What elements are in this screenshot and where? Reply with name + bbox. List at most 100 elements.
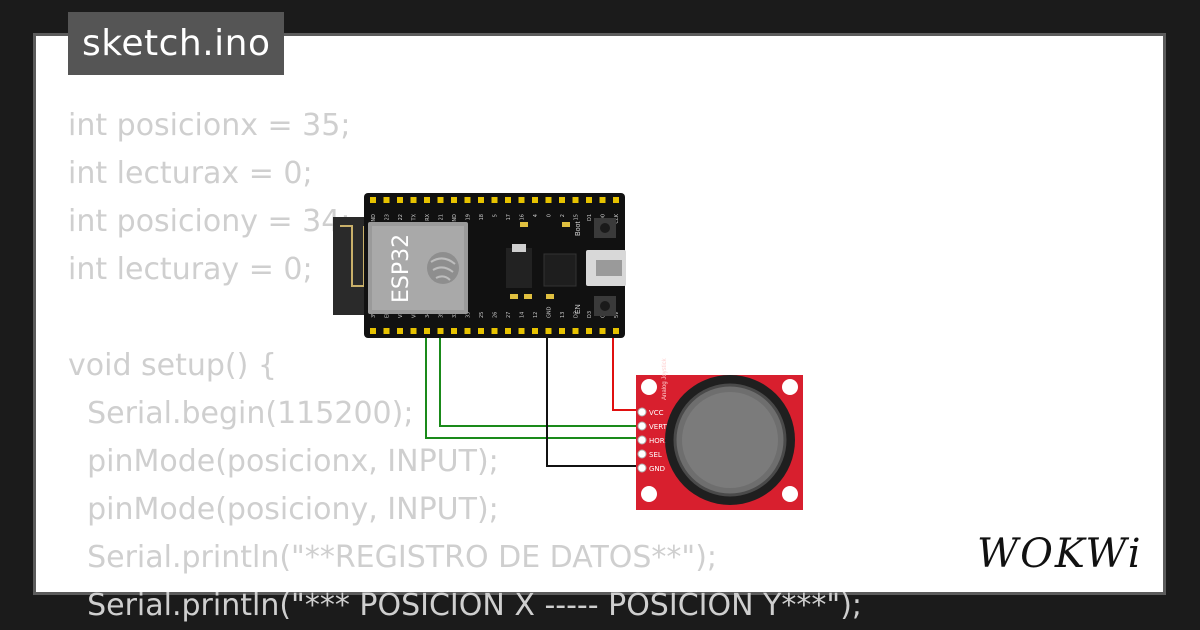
esp32-pin-label: 21 — [439, 214, 445, 220]
joystick-pin-label: VCC — [649, 409, 664, 417]
esp32-pin-label: 23 — [385, 214, 391, 220]
regulator — [506, 248, 532, 288]
esp32-pin-bottom[interactable] — [586, 328, 592, 334]
regulator-tab — [512, 244, 526, 252]
esp32-pin-top[interactable] — [599, 197, 606, 203]
wire-35-vert[interactable] — [439, 338, 650, 427]
esp32-pin-label: 5V — [614, 311, 620, 318]
esp32-pin-label: 27 — [506, 312, 512, 318]
joystick-knob-top — [682, 392, 778, 488]
esp32-pin-bottom[interactable] — [410, 328, 417, 334]
esp32-pin-top[interactable] — [505, 197, 511, 203]
esp32-pin-top[interactable] — [424, 197, 430, 203]
esp32-pin-label: 34 — [425, 312, 431, 318]
esp32-pin-label: RX — [425, 213, 431, 220]
mount-hole — [782, 379, 798, 395]
code-line: pinMode(posicionx, INPUT); — [68, 444, 499, 479]
esp32-pin-top[interactable] — [586, 197, 592, 203]
esp32-pin-top[interactable] — [437, 197, 444, 203]
esp32-pin-label: 4 — [533, 214, 539, 217]
esp32-pin-label: 17 — [506, 214, 512, 220]
smd-led — [524, 294, 532, 299]
wokwi-logo: WOKWi — [977, 531, 1143, 577]
joystick-pin-label: SEL — [649, 451, 662, 459]
en-label: EN — [575, 304, 582, 314]
joystick-pin[interactable] — [637, 435, 647, 445]
esp32-pin-bottom[interactable] — [451, 328, 457, 334]
filename-tab[interactable]: sketch.ino — [68, 12, 285, 75]
esp32-pin-label: GND — [452, 214, 458, 226]
boot-label: Boot — [575, 222, 582, 236]
esp32-pin-bottom[interactable] — [599, 328, 606, 334]
smd-led — [510, 294, 518, 299]
code-line: int posicionx = 35; — [68, 108, 351, 143]
esp32-pin-bottom[interactable] — [437, 328, 444, 334]
code-line: int lecturay = 0; — [68, 252, 313, 287]
esp32-pin-label: 16 — [520, 214, 526, 220]
esp32-pin-label: 12 — [533, 312, 539, 318]
code-line: Serial.println("*** POSICION X ----- POS… — [68, 588, 863, 623]
esp32-pin-top[interactable] — [491, 197, 498, 203]
en-button-cap — [600, 301, 610, 311]
esp32-pin-label: D1 — [587, 214, 593, 221]
usb-chip — [543, 253, 577, 287]
esp32-pin-top[interactable] — [397, 197, 403, 203]
esp32-pin-label: D2 — [574, 311, 580, 318]
esp32-pin-label: 15 — [574, 214, 580, 220]
esp32-pin-bottom[interactable] — [491, 328, 498, 334]
esp32-pin-top[interactable] — [518, 197, 525, 203]
joystick-pin[interactable] — [637, 421, 647, 431]
esp32-pin-top[interactable] — [559, 197, 565, 203]
esp32-pin-bottom[interactable] — [464, 328, 471, 334]
code-line: pinMode(posiciony, INPUT); — [68, 492, 499, 527]
esp32-pin-top[interactable] — [370, 197, 376, 203]
esp32-pin-top[interactable] — [464, 197, 471, 203]
esp32-pin-top[interactable] — [410, 197, 417, 203]
wire-34-horz[interactable] — [425, 338, 650, 439]
smd-led — [520, 222, 528, 227]
wire-gnd-gnd[interactable] — [546, 338, 650, 467]
esp32-pin-bottom[interactable] — [518, 328, 525, 334]
esp32-pin-label: 13 — [560, 312, 566, 318]
code-editor[interactable]: int posicionx = 35;int lecturax = 0;int … — [68, 102, 862, 630]
esp32-label: ESP32 — [389, 234, 414, 303]
esp32-pin-bottom[interactable] — [383, 328, 390, 334]
esp32-pin-label: D3 — [587, 311, 593, 318]
wokwi-logo-text: WOKWi — [977, 531, 1143, 577]
esp32-pin-bottom[interactable] — [572, 328, 579, 334]
esp32-pin-bottom[interactable] — [370, 328, 376, 334]
esp32-pin-top[interactable] — [613, 197, 619, 203]
esp32-pin-top[interactable] — [532, 197, 538, 203]
esp32-pin-bottom[interactable] — [505, 328, 511, 334]
esp32-pin-label: D0 — [601, 214, 607, 221]
joystick-pin[interactable] — [637, 407, 647, 417]
joystick-pin-label: GND — [649, 465, 665, 473]
esp32-pin-top[interactable] — [383, 197, 390, 203]
esp32-pin-label: EN — [385, 311, 391, 318]
esp32-pin-bottom[interactable] — [559, 328, 565, 334]
esp32-pin-label: GND — [371, 214, 377, 226]
esp32-pin-top[interactable] — [545, 197, 552, 203]
joystick-pin[interactable] — [637, 463, 647, 473]
esp32-pin-bottom[interactable] — [532, 328, 538, 334]
joystick-title: Analog Joystick — [662, 357, 668, 400]
esp32-pin-top[interactable] — [572, 197, 579, 203]
esp32-pin-bottom[interactable] — [545, 328, 552, 334]
esp32-pin-bottom[interactable] — [397, 328, 403, 334]
esp32-pin-top[interactable] — [451, 197, 457, 203]
joystick-pin[interactable] — [637, 449, 647, 459]
esp32-pin-label: CLK — [614, 213, 620, 223]
esp32-pin-label: VP — [398, 312, 404, 318]
esp32-pin-label: VN — [412, 311, 418, 318]
code-line: void setup() { — [68, 348, 277, 383]
joystick-pin-label: VERT — [649, 423, 668, 431]
esp32-pin-top[interactable] — [478, 197, 484, 203]
esp32-pin-bottom[interactable] — [478, 328, 484, 334]
esp32-pin-label: 26 — [493, 312, 499, 318]
esp32-pin-bottom[interactable] — [613, 328, 619, 334]
esp32-pin-bottom[interactable] — [424, 328, 430, 334]
espressif-swirl-icon — [430, 257, 456, 281]
